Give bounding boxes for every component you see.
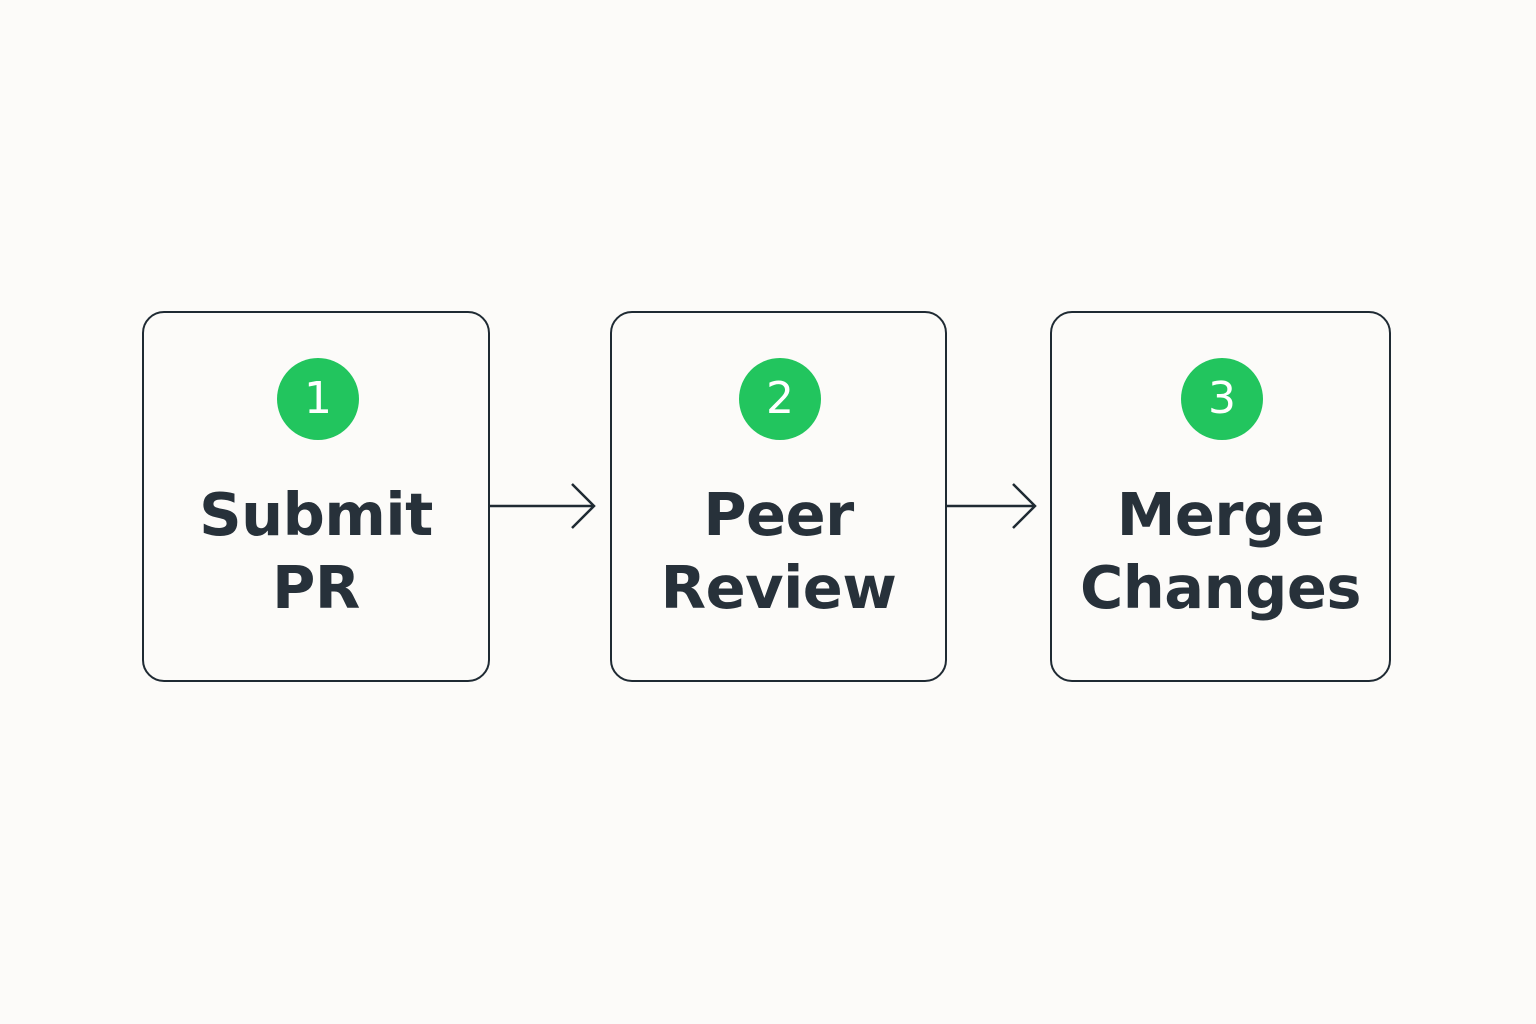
step-label-line-2: Review [660, 553, 897, 622]
step-number-badge: 2 [739, 358, 821, 440]
step-label: Submit PR [144, 478, 488, 624]
step-label-line-2: PR [272, 553, 360, 622]
step-box-submit-pr: 1 Submit PR [142, 311, 490, 682]
step-box-merge-changes: 3 Merge Changes [1050, 311, 1391, 682]
step-number-badge: 3 [1181, 358, 1263, 440]
step-box-peer-review: 2 Peer Review [610, 311, 947, 682]
step-label-line-1: Peer [703, 480, 854, 549]
step-label: Peer Review [612, 478, 945, 624]
arrow-right-icon [488, 483, 596, 529]
step-label-line-1: Merge [1116, 480, 1325, 549]
step-label-line-1: Submit [199, 480, 433, 549]
step-label-line-2: Changes [1080, 553, 1362, 622]
arrow-right-icon [945, 483, 1037, 529]
step-number-badge: 1 [277, 358, 359, 440]
step-label: Merge Changes [1052, 478, 1389, 624]
